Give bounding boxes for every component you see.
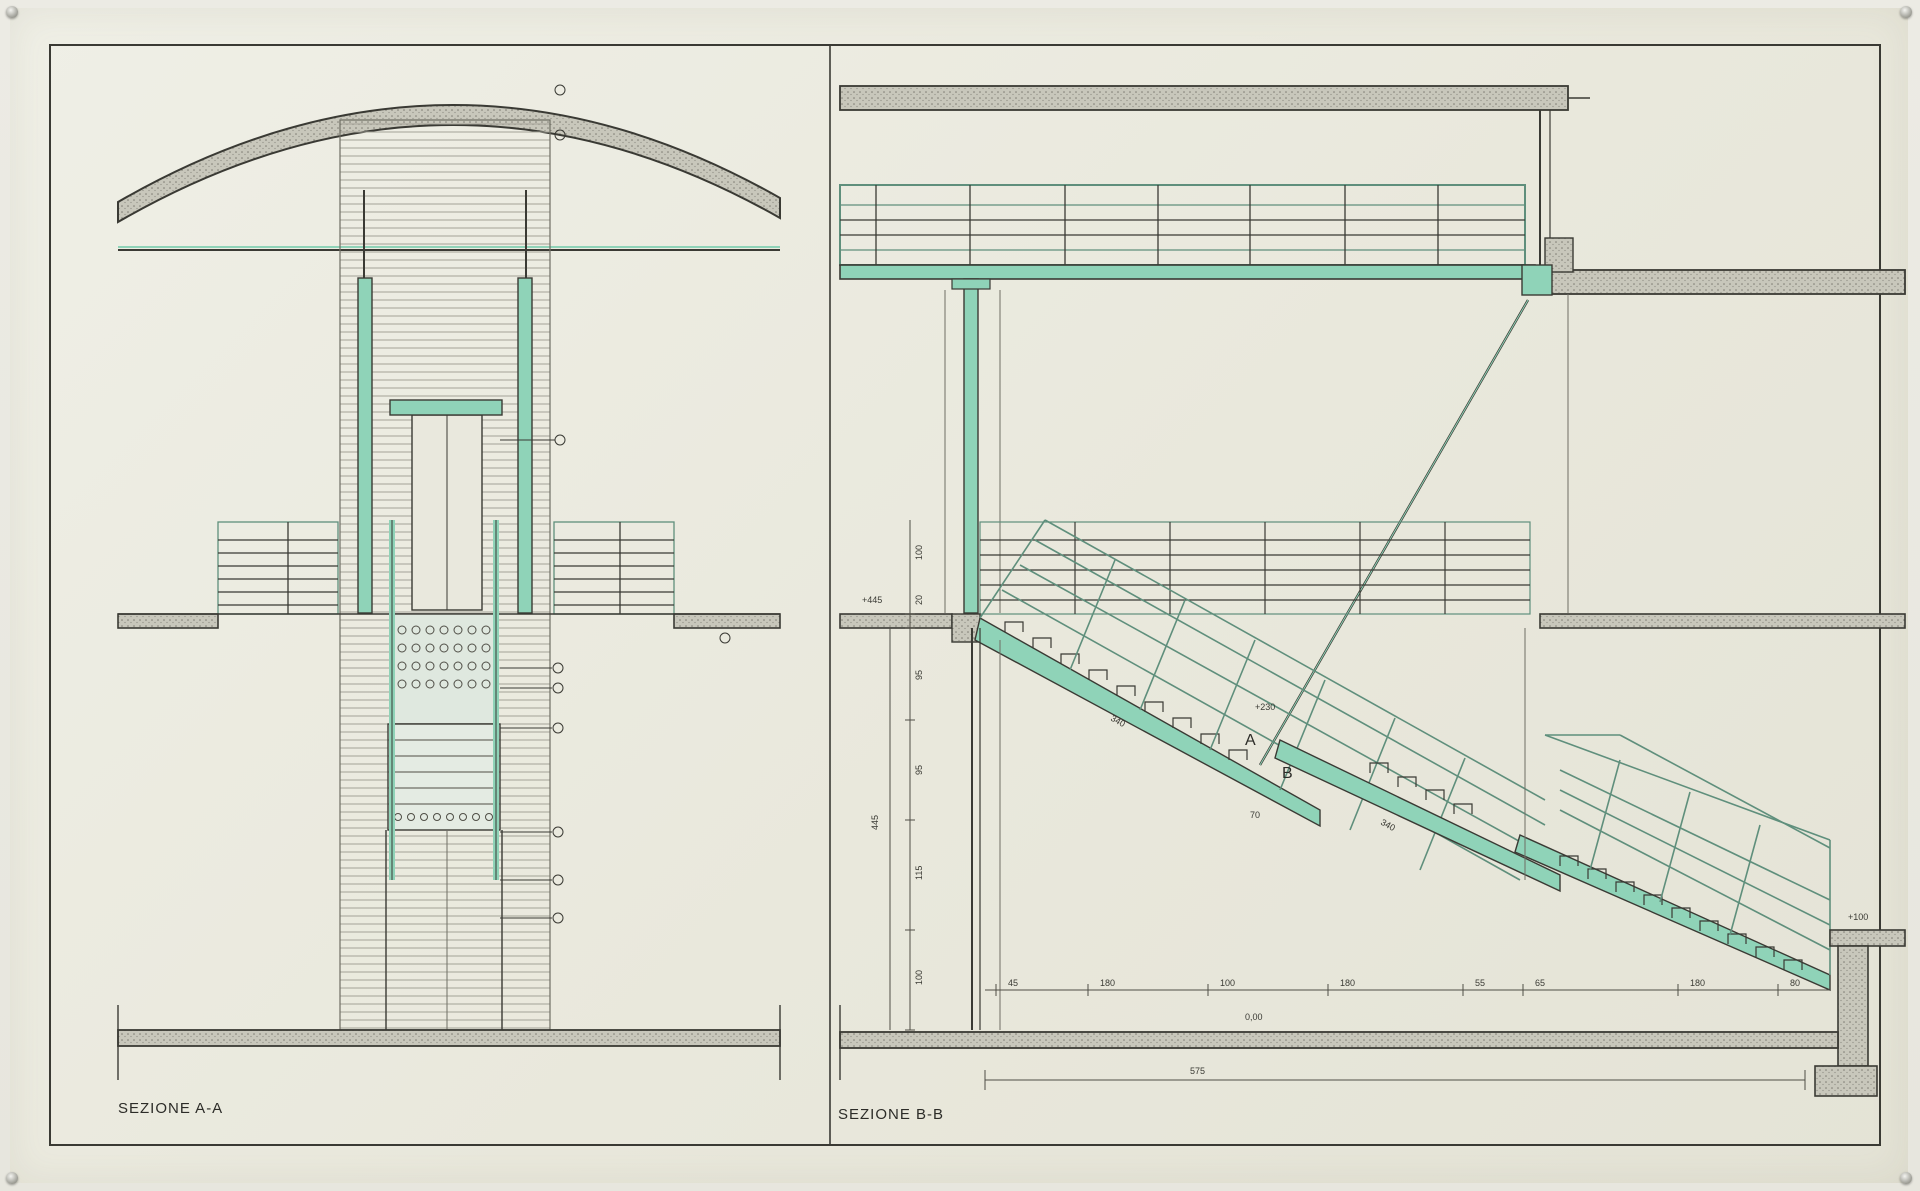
lower-flight-railing (1544, 734, 1831, 975)
level-upper: +445 (862, 595, 882, 605)
section-a-title: SEZIONE A-A (118, 1100, 224, 1117)
dim-total-label: 575 (1190, 1066, 1205, 1076)
arched-roof (117, 104, 781, 224)
floor-slab-b-left (839, 613, 953, 629)
upper-walkway-deck (839, 264, 1536, 280)
dim-70-label: 70 (1250, 810, 1260, 820)
dim-340-lower: 340 (1379, 817, 1397, 833)
vertical-dimension-labels: 100 20 95 95 115 100 (914, 545, 924, 985)
horizontal-dimension-labels: 45 180 100 180 55 65 180 80 (995, 978, 1800, 996)
level-landing: +230 (1255, 702, 1275, 712)
lower-stair-flight (1274, 739, 1561, 893)
steel-column-left (357, 277, 373, 614)
roof-slab-b (839, 85, 1569, 111)
ground-slab-b (839, 1031, 1839, 1049)
dim-horizontal-label: 55 (1475, 978, 1485, 988)
dim-horizontal-label: 80 (1790, 978, 1800, 988)
pin-top-right (1900, 6, 1912, 18)
dim-height-label: 445 (870, 815, 880, 830)
level-right: +100 (1848, 912, 1868, 922)
tread-lines-lower (388, 739, 500, 805)
column-cap (951, 278, 991, 290)
section-b-title: SEZIONE B-B (838, 1106, 945, 1123)
main-steel-column (963, 278, 979, 614)
dim-horizontal-label: 180 (1100, 978, 1115, 988)
door-lintel (389, 399, 503, 416)
callouts-a (500, 84, 731, 924)
dim-vertical-label: 100 (914, 545, 924, 560)
dim-vertical-label: 115 (914, 866, 924, 880)
dim-vertical-label: 95 (914, 670, 924, 680)
drawing-sheet (10, 8, 1908, 1183)
upper-flight-treads (1004, 621, 1248, 760)
dim-vertical-label: 20 (914, 595, 924, 605)
upper-floor-slab-left (117, 613, 219, 629)
floor-slab-b-right (1539, 613, 1906, 629)
cut-b-label: B (1282, 765, 1293, 782)
upper-beam-right (1534, 269, 1906, 295)
dim-horizontal-label: 180 (1690, 978, 1705, 988)
right-footing (1814, 1065, 1878, 1097)
stair-front-upper (391, 613, 497, 725)
dim-horizontal-label: 100 (1220, 978, 1235, 988)
pin-top-left (6, 6, 18, 18)
cut-a-label: A (1245, 732, 1256, 749)
stair-front-lower (387, 723, 501, 831)
perforated-treads-lower (394, 813, 493, 821)
upper-flight-railing (979, 519, 1546, 881)
upper-walkway-railing (839, 184, 1526, 266)
dim-horizontal-label: 65 (1535, 978, 1545, 988)
steel-column-right (517, 277, 533, 614)
section-a-a-group (117, 84, 781, 1080)
right-retaining-wall (1837, 945, 1869, 1067)
perforated-treads-upper (397, 625, 491, 689)
pin-bottom-left (6, 1172, 18, 1184)
level-floor: 0,00 (1245, 1012, 1263, 1022)
dim-vertical-label: 95 (914, 765, 924, 775)
dim-horizontal-label: 180 (1340, 978, 1355, 988)
dim-vertical-label: 100 (914, 970, 924, 985)
section-b-b-group (839, 85, 1906, 1097)
upper-floor-slab-right (673, 613, 781, 629)
right-balcony-railing (553, 521, 675, 615)
upper-stair-flight (974, 616, 1321, 828)
landing-railing (979, 521, 1531, 615)
dimension-lines-b (889, 520, 1830, 1090)
diagonal-tie-rod-tint (1259, 299, 1529, 766)
beam-joint (1521, 264, 1553, 296)
lower-flight-treads (1369, 762, 1803, 970)
left-balcony-railing (217, 521, 339, 615)
right-landing-slab (1829, 929, 1906, 947)
pin-bottom-right (1900, 1172, 1912, 1184)
ground-slab-a (117, 1029, 781, 1047)
dim-horizontal-label: 45 (1008, 978, 1018, 988)
